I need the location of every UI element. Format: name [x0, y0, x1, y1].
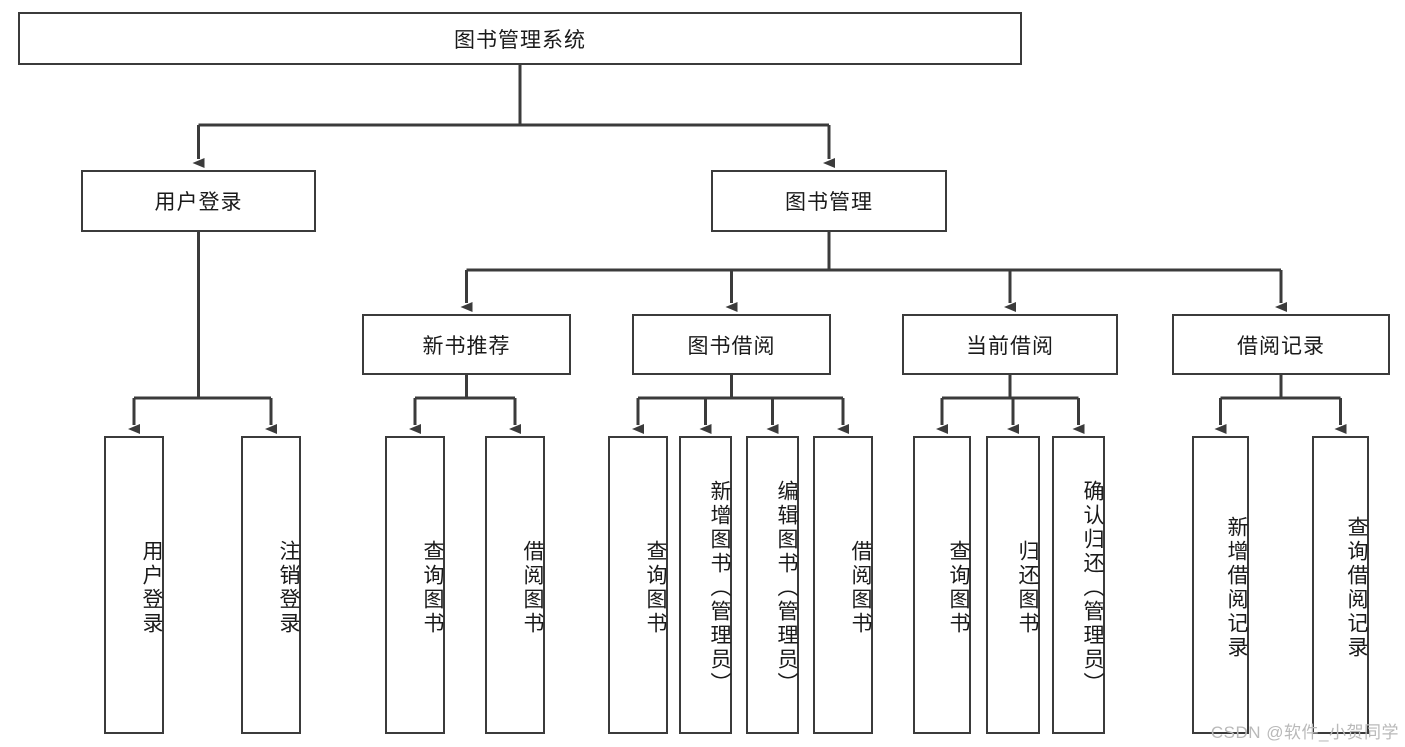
node-borrow-record-label: 借阅记录	[1237, 334, 1325, 358]
node-leaf-confirm-return-label: 确认归还（管理员）	[1081, 480, 1104, 696]
node-leaf-query-book-rec[interactable]: 查询图书	[385, 436, 445, 734]
node-root-label: 图书管理系统	[454, 28, 586, 52]
node-leaf-add-book-label: 新增图书（管理员）	[708, 480, 731, 696]
node-new-book-rec[interactable]: 新书推荐	[362, 314, 571, 375]
node-leaf-query-record-label: 查询借阅记录	[1345, 516, 1368, 660]
node-book-borrow-label: 图书借阅	[687, 334, 776, 358]
node-leaf-user-login-label: 用户登录	[140, 540, 163, 636]
node-book-manage-label: 图书管理	[785, 191, 873, 214]
watermark: CSDN @软件_小贺同学	[1210, 723, 1399, 742]
node-leaf-add-record[interactable]: 新增借阅记录	[1192, 436, 1249, 734]
node-leaf-add-record-label: 新增借阅记录	[1225, 516, 1248, 660]
node-leaf-query-record[interactable]: 查询借阅记录	[1312, 436, 1369, 734]
node-leaf-query-book-borrow[interactable]: 查询图书	[608, 436, 668, 734]
node-leaf-user-logout-label: 注销登录	[277, 540, 300, 636]
node-leaf-borrow-book-label: 借阅图书	[849, 540, 872, 636]
node-leaf-user-logout[interactable]: 注销登录	[241, 436, 301, 734]
node-leaf-query-book-cur-label: 查询图书	[947, 540, 970, 636]
node-user-login-label: 用户登录	[154, 191, 243, 214]
node-leaf-add-book[interactable]: 新增图书（管理员）	[679, 436, 732, 734]
node-leaf-user-login[interactable]: 用户登录	[104, 436, 164, 734]
node-leaf-borrow-book-rec-label: 借阅图书	[521, 540, 544, 636]
node-leaf-borrow-book-rec[interactable]: 借阅图书	[485, 436, 545, 734]
node-leaf-return-book-label: 归还图书	[1016, 540, 1039, 636]
node-leaf-query-book-rec-label: 查询图书	[421, 540, 444, 636]
node-leaf-edit-book-label: 编辑图书（管理员）	[775, 480, 798, 696]
node-new-book-rec-label: 新书推荐	[422, 334, 511, 358]
node-book-manage[interactable]: 图书管理	[711, 170, 947, 232]
node-user-login[interactable]: 用户登录	[81, 170, 316, 232]
node-leaf-return-book[interactable]: 归还图书	[986, 436, 1040, 734]
node-current-borrow-label: 当前借阅	[966, 334, 1054, 358]
node-root[interactable]: 图书管理系统	[18, 12, 1022, 65]
node-leaf-confirm-return[interactable]: 确认归还（管理员）	[1052, 436, 1105, 734]
node-leaf-borrow-book[interactable]: 借阅图书	[813, 436, 873, 734]
node-book-borrow[interactable]: 图书借阅	[632, 314, 831, 375]
node-leaf-query-book-borrow-label: 查询图书	[644, 540, 667, 636]
node-leaf-edit-book[interactable]: 编辑图书（管理员）	[746, 436, 799, 734]
node-current-borrow[interactable]: 当前借阅	[902, 314, 1118, 375]
node-borrow-record[interactable]: 借阅记录	[1172, 314, 1390, 375]
node-leaf-query-book-cur[interactable]: 查询图书	[913, 436, 971, 734]
